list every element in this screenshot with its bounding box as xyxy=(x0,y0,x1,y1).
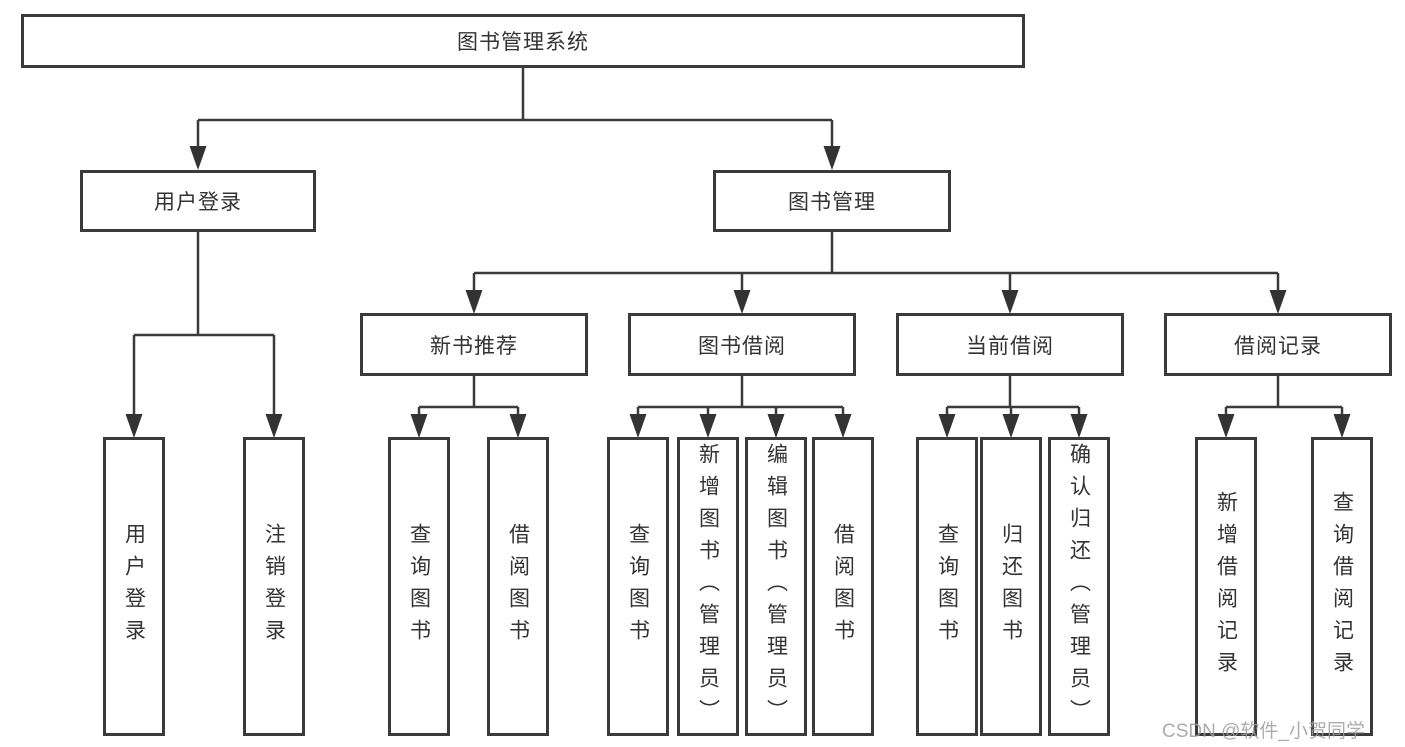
leaf-current-confirm-return-admin: 确认归还（管理员） xyxy=(1048,437,1110,736)
leaf-borrowing-query-books-label: 查询图书 xyxy=(626,522,650,651)
leaf-current-return-books: 归还图书 xyxy=(980,437,1042,736)
leaf-recommend-borrow-books-label: 借阅图书 xyxy=(506,522,530,651)
leaf-borrowing-add-books-admin-label: 新增图书（管理员） xyxy=(696,442,720,731)
node-borrowing-records: 借阅记录 xyxy=(1164,313,1392,376)
leaf-borrowing-borrow-books-label: 借阅图书 xyxy=(831,522,855,651)
leaf-borrowing-borrow-books: 借阅图书 xyxy=(812,437,874,736)
leaf-user-login: 用户登录 xyxy=(103,437,165,736)
leaf-current-return-books-label: 归还图书 xyxy=(999,522,1023,651)
arrowheads xyxy=(125,146,1351,438)
leaf-records-query-record: 查询借阅记录 xyxy=(1311,437,1373,736)
leaf-current-query-books: 查询图书 xyxy=(916,437,978,736)
leaf-records-add-record: 新增借阅记录 xyxy=(1195,437,1257,736)
leaf-borrowing-query-books: 查询图书 xyxy=(607,437,669,736)
leaf-recommend-borrow-books: 借阅图书 xyxy=(487,437,549,736)
node-new-book-recommend-label: 新书推荐 xyxy=(430,334,518,358)
node-user-login-branch-label: 用户登录 xyxy=(154,191,242,214)
node-system-root-label: 图书管理系统 xyxy=(457,31,589,54)
leaf-records-query-record-label: 查询借阅记录 xyxy=(1330,490,1354,683)
node-current-borrowing-label: 当前借阅 xyxy=(966,334,1054,358)
node-book-borrowing-label: 图书借阅 xyxy=(698,334,786,358)
node-system-root: 图书管理系统 xyxy=(21,14,1025,68)
leaf-borrowing-add-books-admin: 新增图书（管理员） xyxy=(677,437,739,736)
leaf-borrowing-edit-books-admin-label: 编辑图书（管理员） xyxy=(764,442,788,731)
leaf-user-login-label: 用户登录 xyxy=(122,522,146,651)
leaf-recommend-query-books: 查询图书 xyxy=(388,437,450,736)
leaf-current-confirm-return-admin-label: 确认归还（管理员） xyxy=(1067,442,1091,731)
leaf-recommend-query-books-label: 查询图书 xyxy=(407,522,431,651)
node-current-borrowing: 当前借阅 xyxy=(896,313,1124,376)
leaf-borrowing-edit-books-admin: 编辑图书（管理员） xyxy=(745,437,807,736)
tree-edges xyxy=(132,68,1344,432)
leaf-records-add-record-label: 新增借阅记录 xyxy=(1214,490,1238,683)
leaf-current-query-books-label: 查询图书 xyxy=(935,522,959,651)
node-borrowing-records-label: 借阅记录 xyxy=(1234,334,1322,358)
leaf-logout-label: 注销登录 xyxy=(262,522,286,651)
node-new-book-recommend: 新书推荐 xyxy=(360,313,588,376)
leaf-logout: 注销登录 xyxy=(243,437,305,736)
node-user-login-branch: 用户登录 xyxy=(80,170,316,232)
node-book-management-label: 图书管理 xyxy=(788,191,876,214)
node-book-management: 图书管理 xyxy=(713,170,951,232)
node-book-borrowing: 图书借阅 xyxy=(628,313,856,376)
